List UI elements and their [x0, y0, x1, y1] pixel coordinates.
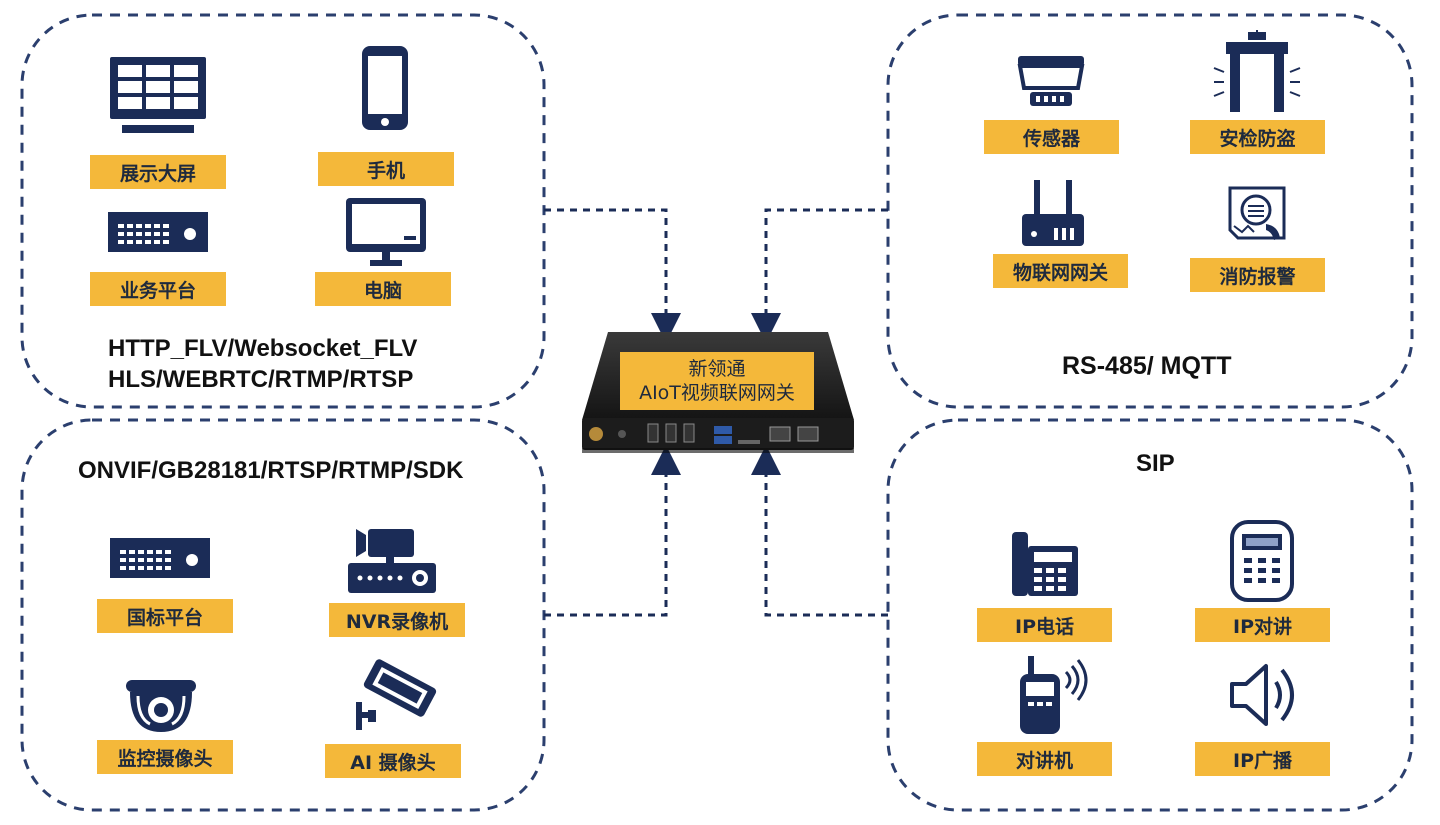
security-gate-icon	[1212, 30, 1302, 120]
connector-iot	[751, 208, 888, 343]
router-icon	[1020, 178, 1086, 252]
gateway-label: 新领通 AIoT视频联网网关	[620, 352, 814, 410]
protocol-iot: RS-485/ MQTT	[1062, 352, 1232, 380]
connector-video-sources	[544, 445, 681, 617]
walkie-talkie-icon	[1016, 654, 1090, 742]
gateway-name-line2: AIoT视频联网网关	[639, 382, 795, 404]
label-national-platform: 国标平台	[97, 599, 233, 633]
protocol-display-line2: HLS/WEBRTC/RTMP/RTSP	[108, 366, 414, 393]
label-iot-gateway: 物联网网关	[993, 254, 1128, 288]
monitor-icon	[344, 196, 428, 272]
group-box-sip	[886, 418, 1414, 812]
label-fire-alarm: 消防报警	[1190, 258, 1325, 292]
nvr-recorder-icon	[346, 527, 438, 599]
protocol-sip: SIP	[1136, 450, 1175, 477]
speaker-icon	[1228, 660, 1304, 734]
label-ai-camera: AI 摄像头	[325, 744, 461, 778]
gateway-device: 新领通 AIoT视频联网网关	[578, 330, 856, 455]
protocol-display-line1: HTTP_FLV/Websocket_FLV	[108, 335, 418, 362]
label-sensor: 传感器	[984, 120, 1119, 154]
server-rack-icon	[108, 212, 208, 260]
gateway-name-line1: 新领通	[688, 358, 746, 380]
protocol-video-sources: ONVIF/GB28181/RTSP/RTMP/SDK	[78, 457, 464, 484]
intercom-icon	[1230, 520, 1294, 606]
label-ip-broadcast: IP广播	[1195, 742, 1330, 776]
label-surveillance-camera: 监控摄像头	[97, 740, 233, 774]
bullet-camera-icon	[350, 658, 442, 738]
phone-icon	[360, 44, 410, 136]
label-computer: 电脑	[315, 272, 451, 306]
desk-phone-icon	[1010, 530, 1080, 602]
group-box-iot	[886, 13, 1414, 409]
dome-camera-icon	[124, 678, 198, 740]
connector-display	[544, 208, 681, 343]
label-ip-intercom: IP对讲	[1195, 608, 1330, 642]
label-nvr: NVR录像机	[329, 603, 465, 637]
label-ip-phone: IP电话	[977, 608, 1112, 642]
server-rack-icon	[110, 538, 210, 586]
label-display-wall: 展示大屏	[90, 155, 226, 189]
label-phone: 手机	[318, 152, 454, 186]
fire-alarm-icon	[1226, 186, 1288, 254]
label-security: 安检防盗	[1190, 120, 1325, 154]
smoke-sensor-icon	[1016, 54, 1086, 114]
label-walkie-talkie: 对讲机	[977, 742, 1112, 776]
display-wall-icon	[108, 55, 208, 139]
connector-sip	[751, 445, 888, 617]
label-business-platform: 业务平台	[90, 272, 226, 306]
